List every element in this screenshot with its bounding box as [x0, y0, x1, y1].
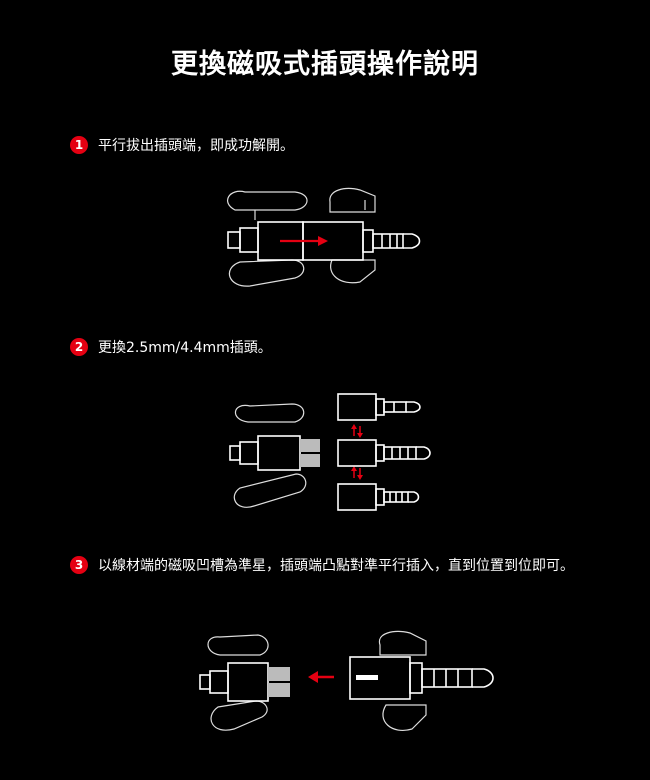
step-2-illustration	[229, 393, 431, 511]
step-2: 2 更換2.5mm/4.4mm插頭。	[70, 338, 590, 358]
step-3: 3 以線材端的磁吸凹槽為準星，插頭端凸點對準平行插入，直到位置到位即可。	[70, 556, 590, 576]
step-number-badge: 1	[70, 136, 88, 154]
step-number-badge: 2	[70, 338, 88, 356]
step-text: 更換2.5mm/4.4mm插頭。	[98, 340, 272, 356]
step-1: 1 平行拔出插頭端，即成功解開。	[70, 136, 590, 156]
step-text: 平行拔出插頭端，即成功解開。	[98, 138, 294, 154]
step-number-badge: 3	[70, 556, 88, 574]
insert-arrow-icon	[308, 671, 334, 683]
step-3-illustration	[199, 630, 494, 731]
step-text: 以線材端的磁吸凹槽為準星，插頭端凸點對準平行插入，直到位置到位即可。	[98, 558, 574, 574]
swap-arrows-icon	[351, 424, 363, 480]
step-1-illustration	[227, 187, 421, 287]
page-title: 更換磁吸式插頭操作說明	[171, 49, 479, 80]
